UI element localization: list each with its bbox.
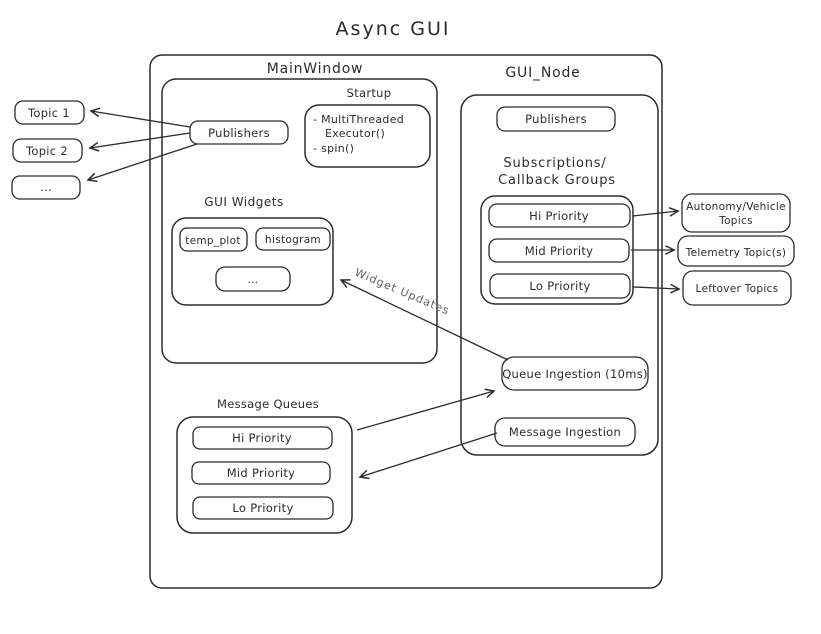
edge-lo-priority-leftover	[632, 283, 681, 294]
left-topic-box	[14, 100, 85, 125]
edge-hi-priority-autonomy	[632, 207, 680, 217]
widget-label: histogram	[265, 234, 321, 246]
main-window-publishers-box	[189, 120, 289, 145]
main-window-label: MainWindow	[267, 61, 364, 77]
right-topic-box	[677, 235, 795, 267]
left-topic-label: ...	[40, 180, 52, 194]
widget-label: ...	[248, 274, 259, 286]
message-ingestion-label: Message Ingestion	[509, 425, 621, 439]
widget-box	[179, 227, 248, 252]
right-topic-box	[681, 193, 791, 233]
startup-label: Startup	[347, 86, 392, 100]
right-topic-box	[682, 270, 792, 306]
queue-ingestion-box	[501, 356, 649, 391]
queue-priority-label: Hi Priority	[232, 431, 292, 445]
startup-item: Executor()	[325, 127, 385, 140]
startup-item: - MultiThreaded	[313, 113, 404, 126]
message-ingestion-box	[494, 417, 636, 447]
priority-box	[488, 203, 631, 228]
priority-box	[489, 273, 631, 299]
main-window-publishers-label: Publishers	[208, 126, 270, 140]
widget-box	[255, 227, 331, 251]
queue-priority-box	[192, 426, 333, 450]
priority-label: Lo Priority	[529, 279, 590, 293]
edge-widget-updates	[339, 279, 509, 361]
subscriptions-heading-line2: Callback Groups	[498, 173, 616, 188]
left-topic-label: Topic 2	[25, 144, 68, 158]
diagram-title: Async GUI	[336, 18, 451, 40]
priority-label: Hi Priority	[529, 209, 589, 223]
priority-label: Mid Priority	[525, 244, 594, 258]
startup-box	[304, 104, 431, 168]
queue-priority-label: Mid Priority	[227, 466, 296, 480]
queue-ingestion-label: Queue Ingestion (10ms)	[502, 367, 648, 381]
left-topic-label: Topic 1	[27, 106, 70, 120]
widget-label: temp_plot	[185, 235, 241, 247]
right-topic-label: Topics	[718, 215, 753, 227]
queue-priority-box	[192, 496, 334, 520]
edge-publishers-topic3	[86, 143, 198, 183]
right-topic-label: Telemetry Topic(s)	[685, 247, 787, 259]
message-queues-label: Message Queues	[217, 397, 319, 411]
edge-publishers-topic2	[88, 132, 191, 152]
queue-priority-box	[191, 461, 331, 485]
right-topic-label: Leftover Topics	[696, 283, 779, 295]
priority-box	[488, 238, 630, 263]
edge-ingestion-to-queues	[358, 432, 498, 480]
left-topic-box	[11, 175, 81, 200]
gui-node-label: GUI_Node	[505, 65, 580, 81]
queue-priority-label: Lo Priority	[232, 501, 293, 515]
gui-node-publishers-box	[496, 106, 616, 132]
right-topic-label: Autonomy/Vehicle	[686, 201, 786, 213]
widget-box	[215, 266, 291, 292]
gui-node-publishers-label: Publishers	[525, 112, 587, 126]
subscriptions-heading-line1: Subscriptions/	[503, 156, 606, 171]
gui-widgets-label: GUI Widgets	[204, 195, 283, 209]
left-topic-box	[12, 138, 83, 163]
startup-item: - spin()	[313, 142, 354, 155]
edge-queues-to-ingestion	[356, 388, 496, 431]
edge-publishers-topic1	[89, 107, 191, 128]
